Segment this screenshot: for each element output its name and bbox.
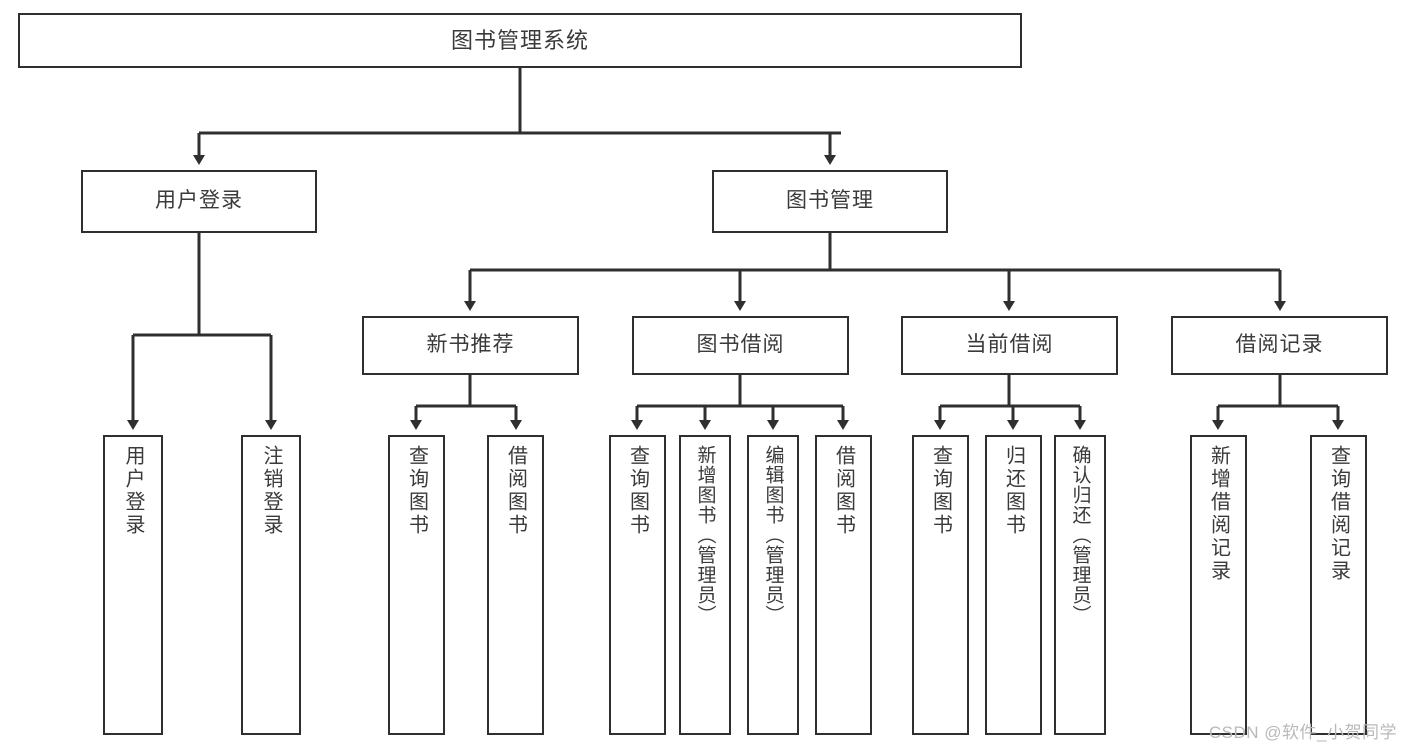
node-leaf-user-login[interactable]: 用户登录	[103, 435, 163, 735]
node-leaf-query-book-3[interactable]: 查询图书	[912, 435, 969, 735]
node-leaf-edit-book-admin[interactable]: 编辑图书（管理员）	[747, 435, 799, 735]
node-leaf-logout-login[interactable]: 注销登录	[241, 435, 301, 735]
node-leaf-borrow-book-1[interactable]: 借阅图书	[487, 435, 544, 735]
node-leaf-logout-login-label: 注销登录	[260, 445, 282, 537]
node-user-login[interactable]: 用户登录	[81, 170, 317, 233]
node-leaf-add-borrow-record[interactable]: 新增借阅记录	[1190, 435, 1247, 735]
node-leaf-borrow-book-1-label: 借阅图书	[504, 445, 527, 537]
node-leaf-confirm-return-admin[interactable]: 确认归还（管理员）	[1054, 435, 1106, 735]
node-book-manage-label: 图书管理	[786, 189, 874, 213]
node-leaf-query-borrow-record[interactable]: 查询借阅记录	[1310, 435, 1367, 735]
node-book-borrow-label: 图书借阅	[696, 333, 785, 357]
node-leaf-borrow-book-2-label: 借阅图书	[832, 445, 855, 537]
watermark-credit: CSDN @软件_小贺同学	[1208, 723, 1397, 742]
node-current-borrow-label: 当前借阅	[965, 333, 1054, 357]
node-borrow-record-label: 借阅记录	[1235, 333, 1324, 357]
node-book-manage[interactable]: 图书管理	[712, 170, 948, 233]
node-leaf-add-borrow-record-label: 新增借阅记录	[1207, 445, 1230, 583]
node-new-book-recommend-label: 新书推荐	[426, 333, 515, 357]
node-leaf-query-book-2[interactable]: 查询图书	[609, 435, 666, 735]
node-leaf-query-book-2-label: 查询图书	[626, 445, 649, 537]
node-leaf-add-book-admin-label: 新增图书（管理员）	[694, 445, 716, 625]
node-leaf-query-borrow-record-label: 查询借阅记录	[1327, 445, 1350, 583]
node-current-borrow[interactable]: 当前借阅	[901, 316, 1118, 375]
node-leaf-return-book-label: 归还图书	[1002, 445, 1025, 537]
node-leaf-edit-book-admin-label: 编辑图书（管理员）	[762, 445, 784, 625]
node-leaf-query-book-1[interactable]: 查询图书	[388, 435, 445, 735]
node-book-borrow[interactable]: 图书借阅	[632, 316, 849, 375]
node-root-system[interactable]: 图书管理系统	[18, 13, 1022, 68]
node-leaf-confirm-return-admin-label: 确认归还（管理员）	[1069, 445, 1091, 625]
node-leaf-query-book-3-label: 查询图书	[929, 445, 952, 537]
node-leaf-query-book-1-label: 查询图书	[405, 445, 428, 537]
node-borrow-record[interactable]: 借阅记录	[1171, 316, 1388, 375]
node-leaf-borrow-book-2[interactable]: 借阅图书	[815, 435, 872, 735]
node-leaf-user-login-label: 用户登录	[122, 445, 144, 537]
node-leaf-return-book[interactable]: 归还图书	[985, 435, 1042, 735]
node-root-system-label: 图书管理系统	[450, 27, 589, 53]
node-new-book-recommend[interactable]: 新书推荐	[362, 316, 579, 375]
node-leaf-add-book-admin[interactable]: 新增图书（管理员）	[679, 435, 731, 735]
node-user-login-label: 用户登录	[155, 189, 243, 213]
